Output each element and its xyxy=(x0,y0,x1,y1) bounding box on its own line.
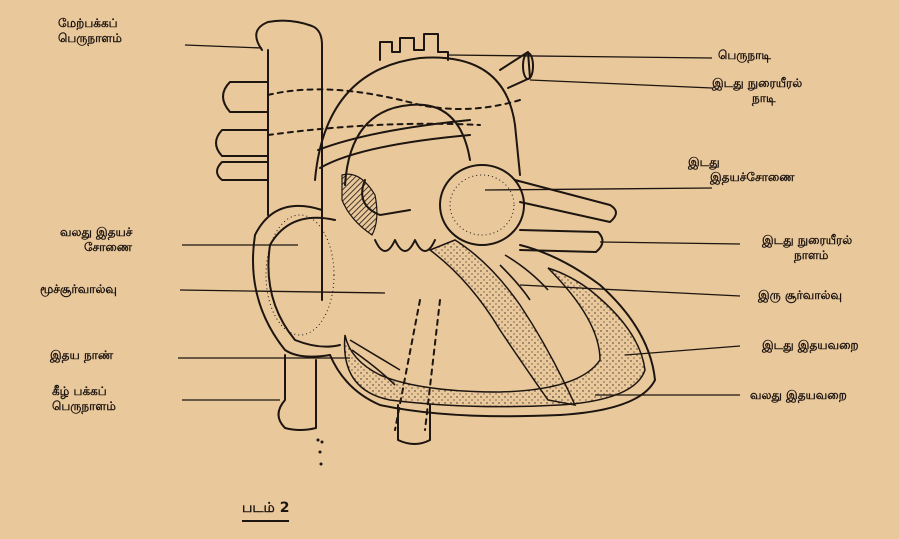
label-line: நாடி xyxy=(712,91,802,106)
label-left-pulmonary-vein: இடது நுரையீரல் நாளம் xyxy=(762,233,852,263)
label-line: பெருநாடி xyxy=(718,48,771,63)
pulmonary-stub-3 xyxy=(217,162,268,180)
label-line: நாளம் xyxy=(762,248,852,263)
label-line: இதயச்சோணை xyxy=(688,170,794,185)
pulmonary-trunk xyxy=(320,135,470,168)
left-atrium xyxy=(440,165,524,245)
label-aorta: பெருநாடி xyxy=(718,48,771,63)
aortic-wall-hatch xyxy=(342,174,377,235)
label-line: மூச்சூர்வால்வு xyxy=(40,282,117,297)
label-line: கீழ் பக்கப் xyxy=(52,384,116,399)
aortic-arch xyxy=(315,58,520,180)
figure-caption: படம் 2 xyxy=(242,500,289,522)
label-line: இடது இதயவறை xyxy=(762,338,859,353)
label-line: இதய நாண் xyxy=(50,348,113,363)
label-line: சோணை xyxy=(60,240,132,255)
label-inferior-vena-cava: கீழ் பக்கப் பெருநாளம் xyxy=(52,384,116,414)
label-line: வலது இதயவறை xyxy=(750,388,847,403)
right-atrium-inner xyxy=(268,218,340,347)
valve-cusps xyxy=(375,240,435,251)
label-line: பெருநாளம் xyxy=(58,31,122,46)
atrium-shading xyxy=(266,215,334,335)
pulmonary-stub-2 xyxy=(216,130,268,156)
superior-vena-cava-outline xyxy=(256,21,322,300)
label-line: பெருநாளம் xyxy=(52,399,116,414)
label-left-ventricle: இடது இதயவறை xyxy=(762,338,859,353)
label-line: இரு சூர்வால்வு xyxy=(758,288,842,303)
aortic-branches xyxy=(380,34,448,60)
label-right-atrium: வலது இதயச் சோணை xyxy=(60,225,132,255)
label-line: வலது இதயச் xyxy=(60,225,132,240)
label-line: இடது நுரையீரல் xyxy=(712,76,802,91)
label-mitral-valve: இரு சூர்வால்வு xyxy=(758,288,842,303)
label-line: இடது நுரையீரல் xyxy=(762,233,852,248)
aortic-arch-inner xyxy=(345,105,470,185)
label-line: மேற்பக்கப் xyxy=(58,16,122,31)
label-left-pulmonary-artery: இடது நுரையீரல் நாடி xyxy=(712,76,802,106)
septum-band xyxy=(430,240,575,405)
pulmonary-vein-upper xyxy=(515,180,616,222)
label-right-ventricle: வலது இதயவறை xyxy=(750,388,847,403)
pulmonary-stub-1 xyxy=(223,82,268,112)
label-line: இடது xyxy=(688,155,794,170)
label-superior-vena-cava: மேற்பக்கப் பெருநாளம் xyxy=(58,16,122,46)
label-tricuspid-valve: மூச்சூர்வால்வு xyxy=(40,282,117,297)
inferior-vena-cava xyxy=(279,355,317,430)
label-chordae-tendineae: இதய நாண் xyxy=(50,348,113,363)
label-left-atrium: இடது இதயச்சோணை xyxy=(688,155,794,185)
aorta-right-vessel xyxy=(500,52,530,88)
